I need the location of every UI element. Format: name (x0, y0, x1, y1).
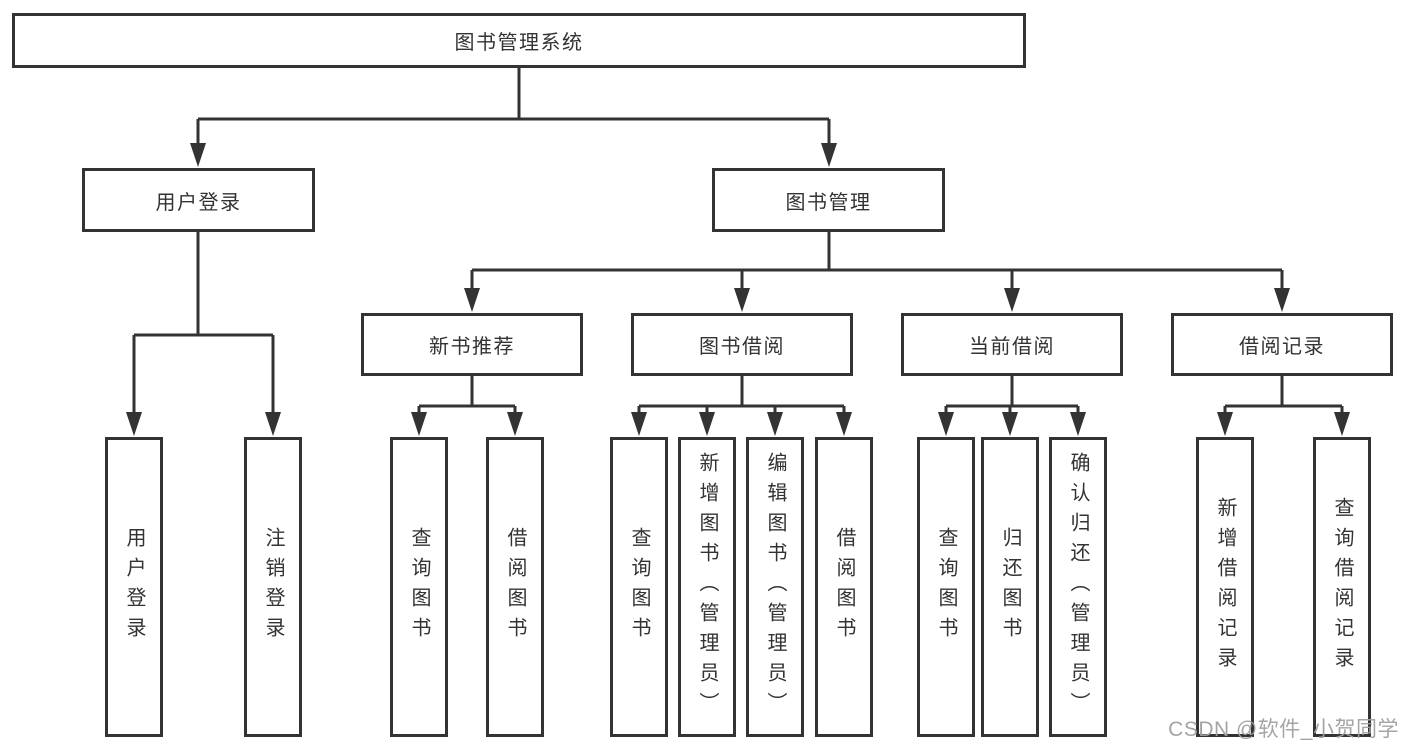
leaf-confirm-return-admin: 确认归还（管理员） (1049, 437, 1107, 737)
node-label: 新书推荐 (429, 336, 515, 358)
leaf-query-books-current: 查询图书 (917, 437, 975, 737)
leaf-logout: 注销登录 (244, 437, 302, 737)
node-new-book-recommend: 新书推荐 (361, 313, 583, 376)
node-label: 确认归还（管理员） (1067, 452, 1089, 722)
leaf-query-books-recommend: 查询图书 (390, 437, 448, 737)
node-borrowing-records: 借阅记录 (1171, 313, 1393, 376)
node-label: 借阅记录 (1239, 336, 1325, 358)
leaf-borrow-books: 借阅图书 (815, 437, 873, 737)
node-label: 借阅图书 (833, 527, 855, 647)
node-label: 查询借阅记录 (1331, 497, 1353, 677)
node-label: 当前借阅 (969, 336, 1055, 358)
node-label: 注销登录 (262, 527, 284, 647)
node-book-management-system: 图书管理系统 (12, 13, 1026, 68)
node-label: 图书管理系统 (454, 32, 584, 54)
csdn-watermark: CSDN @软件_小贺同学 (1168, 718, 1399, 741)
leaf-add-borrow-record: 新增借阅记录 (1196, 437, 1254, 737)
node-label: 查询图书 (628, 527, 650, 647)
node-label: 图书管理 (785, 191, 872, 214)
leaf-return-book: 归还图书 (981, 437, 1039, 737)
arrowheads (126, 143, 1350, 436)
leaf-borrow-books-recommend: 借阅图书 (486, 437, 544, 737)
leaf-add-book-admin: 新增图书（管理员） (678, 437, 736, 737)
node-label: 用户登录 (155, 191, 242, 214)
leaf-edit-book-admin: 编辑图书（管理员） (746, 437, 804, 737)
node-label: 查询图书 (935, 527, 957, 647)
leaf-user-login: 用户登录 (105, 437, 163, 737)
leaf-query-borrow-record: 查询借阅记录 (1313, 437, 1371, 737)
node-label: 图书借阅 (699, 336, 785, 358)
node-book-borrowing: 图书借阅 (631, 313, 853, 376)
node-label: 编辑图书（管理员） (764, 452, 786, 722)
node-label: 新增图书（管理员） (696, 452, 718, 722)
node-label: 用户登录 (123, 527, 145, 647)
node-label: 归还图书 (999, 527, 1021, 647)
node-label: 借阅图书 (504, 527, 526, 647)
node-label: 查询图书 (408, 527, 430, 647)
leaf-query-books-borrow: 查询图书 (610, 437, 668, 737)
node-label: 新增借阅记录 (1214, 497, 1236, 677)
node-user-login: 用户登录 (82, 168, 315, 232)
node-current-borrowing: 当前借阅 (901, 313, 1123, 376)
node-book-management: 图书管理 (712, 168, 945, 232)
